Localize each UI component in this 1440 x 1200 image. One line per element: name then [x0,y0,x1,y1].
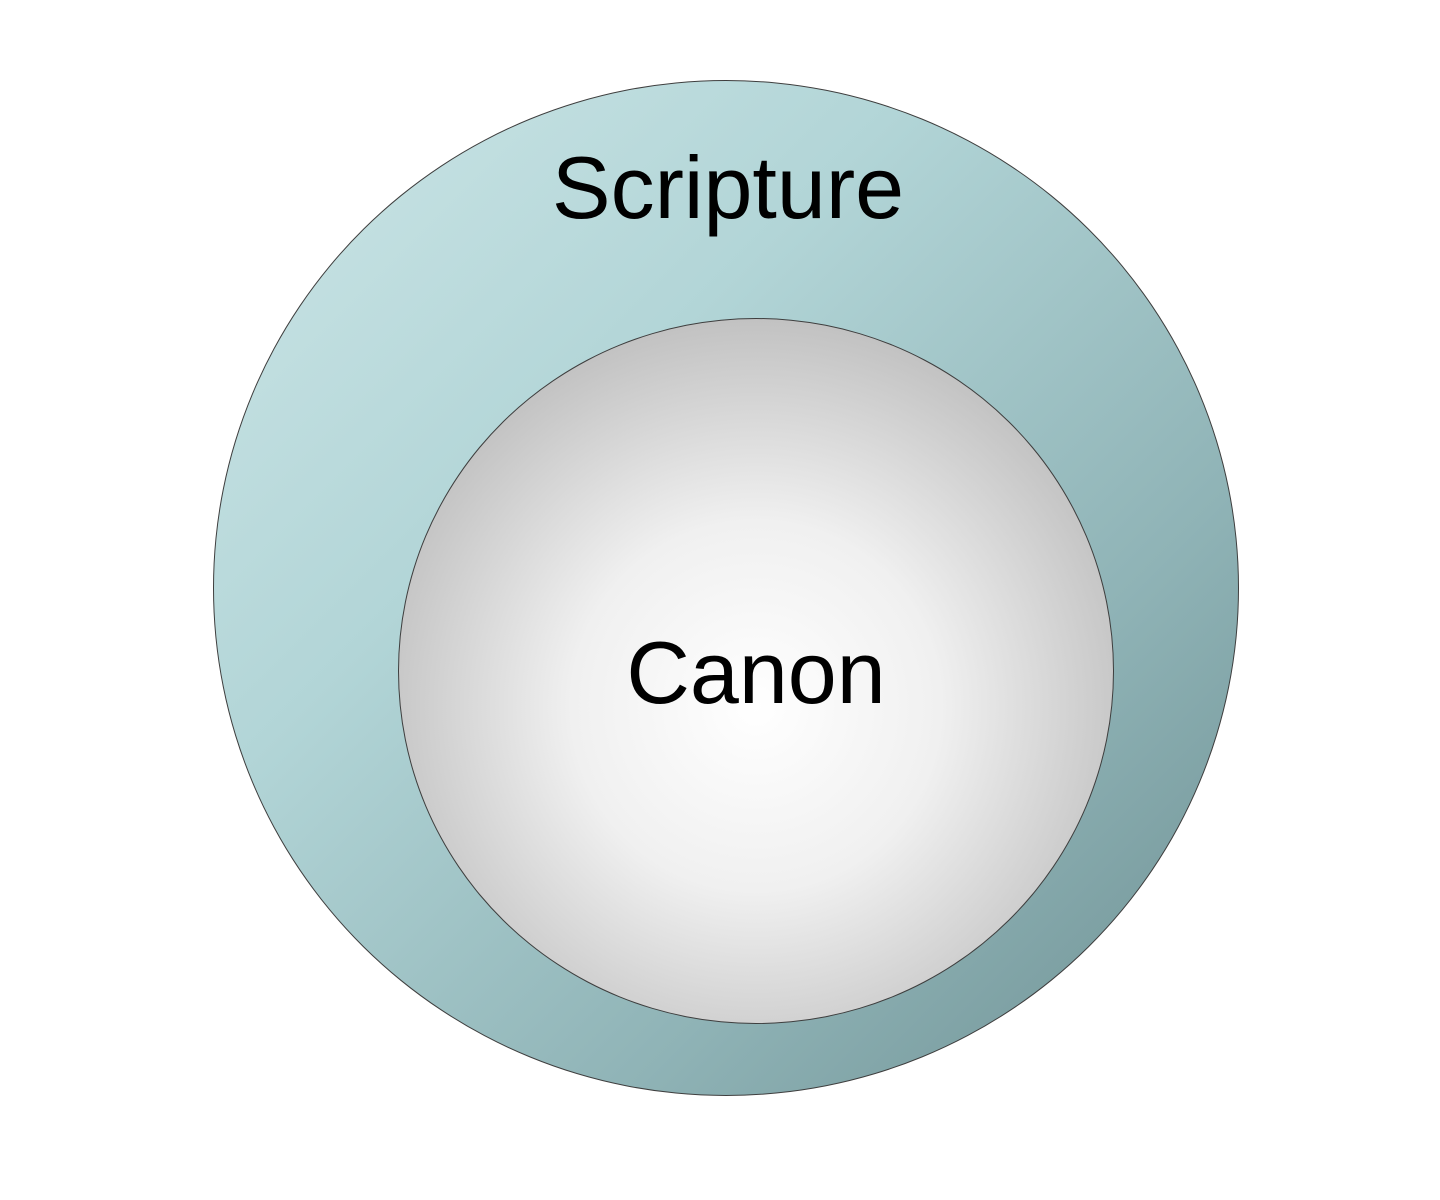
canon-circle [398,318,1114,1024]
scripture-label: Scripture [551,138,905,237]
canon-label: Canon [626,623,886,722]
